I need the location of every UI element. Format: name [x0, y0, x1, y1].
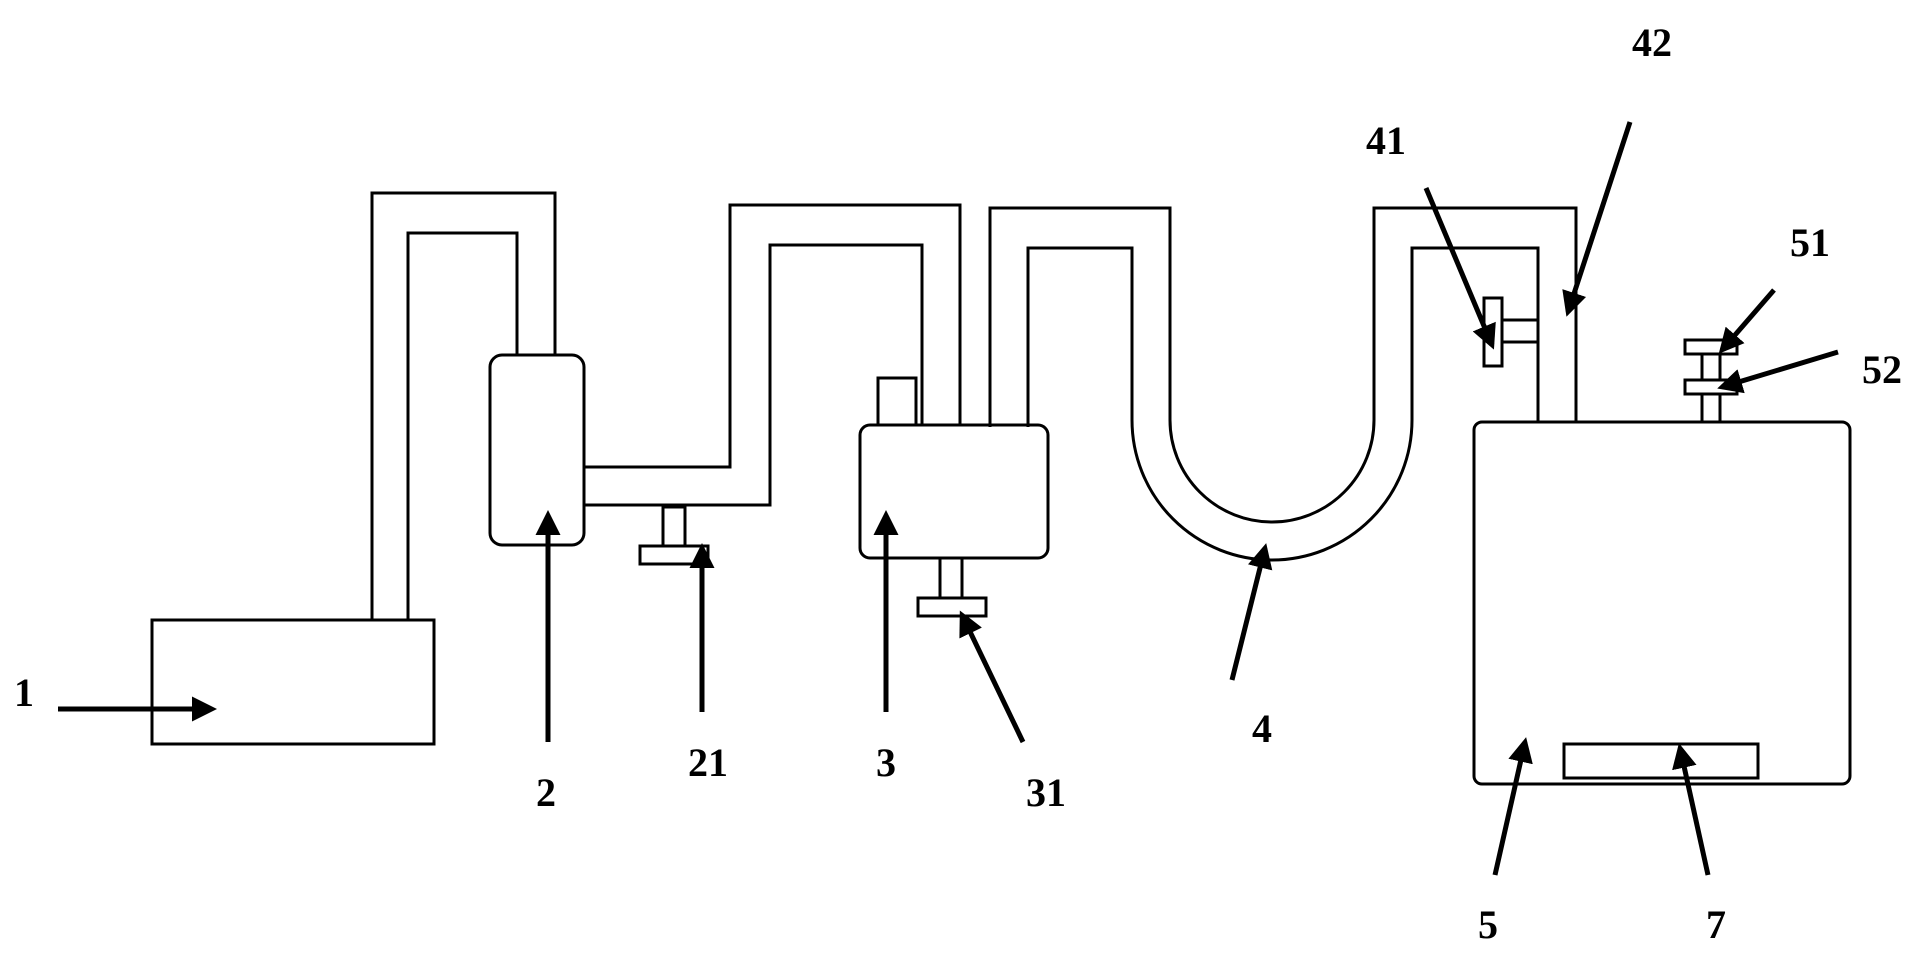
arrow-7: [1672, 743, 1711, 876]
valve-21-handle: [638, 544, 710, 566]
label-41: 41: [1366, 118, 1406, 163]
u-tube-4-inner: [1026, 246, 1540, 562]
tube-1-to-2: [370, 191, 557, 620]
tube-2-to-3-inner: [584, 243, 924, 507]
label-5: 5: [1478, 902, 1498, 947]
arrow-5: [1492, 737, 1533, 876]
arrow-4: [1229, 543, 1273, 681]
component-3-port: [876, 376, 918, 430]
label-3: 3: [876, 740, 896, 785]
arrow-42: [1562, 121, 1633, 317]
label-7: 7: [1706, 902, 1726, 947]
label-21: 21: [688, 740, 728, 785]
tube-2-to-3: [584, 203, 962, 469]
label-51: 51: [1790, 220, 1830, 265]
component-7-plate: [1562, 742, 1760, 780]
component-5-chamber: [1472, 420, 1852, 786]
label-52: 52: [1862, 347, 1902, 392]
arrow-51: [1718, 288, 1776, 354]
label-2: 2: [536, 770, 556, 815]
valve-31-handle: [916, 596, 988, 618]
valve-41-stem: [1498, 318, 1540, 344]
component-2-vessel: [488, 353, 586, 547]
label-4: 4: [1252, 706, 1272, 751]
label-42: 42: [1632, 20, 1672, 65]
valve-21-stem: [661, 505, 687, 549]
label-31: 31: [1026, 770, 1066, 815]
arrow-52: [1717, 349, 1839, 394]
arrow-31: [959, 610, 1026, 744]
valve-31-stem: [938, 556, 964, 602]
u-tube-4-outer: [988, 206, 1578, 524]
tube-1-to-2-inner: [406, 231, 519, 620]
label-1: 1: [14, 670, 34, 715]
arrow-41: [1423, 187, 1496, 350]
component-1-box: [150, 618, 436, 746]
